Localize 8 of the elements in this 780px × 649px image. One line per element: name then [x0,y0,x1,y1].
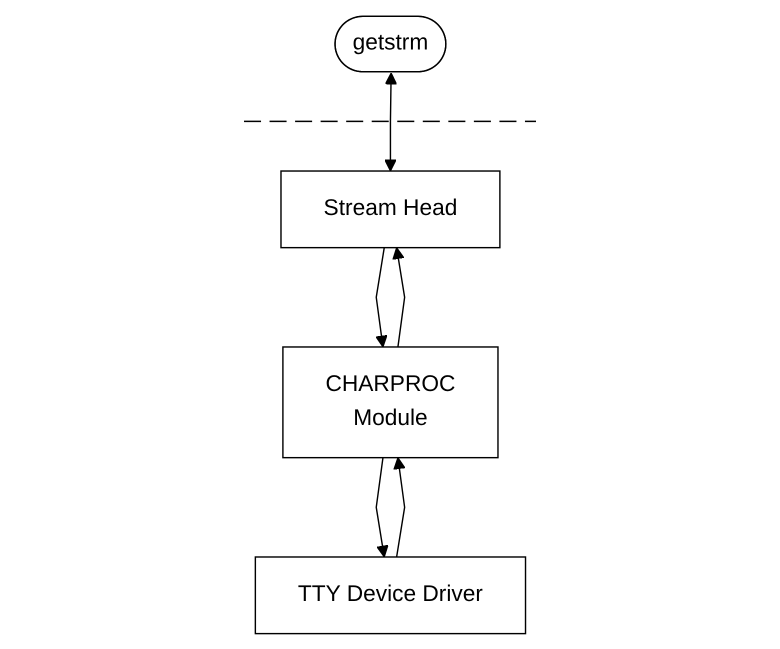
arrow [392,246,405,347]
node-box: Stream Head [280,170,500,248]
arrow [374,247,388,348]
node-box: CHARPROC Module [282,346,498,458]
arrow [384,72,397,172]
arrow [392,456,406,557]
node-box: TTY Device Driver [254,556,526,634]
arrow [375,457,388,558]
